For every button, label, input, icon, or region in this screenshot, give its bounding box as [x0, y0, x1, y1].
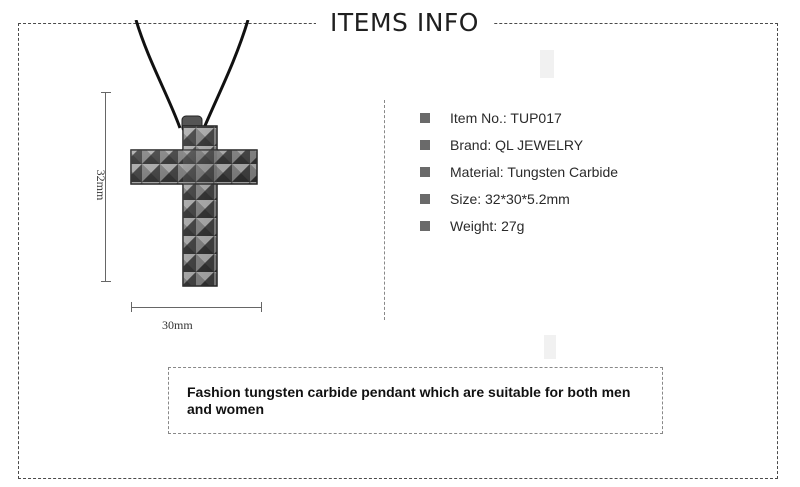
spec-text: Weight: 27g	[450, 217, 525, 234]
square-bullet-icon	[420, 166, 430, 177]
height-dimension-line	[101, 92, 111, 282]
square-bullet-icon	[420, 220, 430, 231]
spec-item: Brand: QL JEWELRY	[420, 131, 618, 158]
cord	[202, 20, 250, 129]
spec-item: Size: 32*30*5.2mm	[420, 185, 618, 212]
cord	[134, 20, 182, 129]
width-label: 30mm	[162, 318, 193, 332]
width-dimension-line	[131, 302, 262, 312]
spec-text: Brand: QL JEWELRY	[450, 136, 584, 153]
page-title: ITEMS INFO	[330, 7, 479, 37]
spec-text: Item No.: TUP017	[450, 109, 562, 126]
height-label: 32mm	[94, 169, 108, 201]
spec-item: Material: Tungsten Carbide	[420, 158, 618, 185]
spec-item: Item No.: TUP017	[420, 104, 618, 131]
pendant-image	[130, 20, 258, 287]
watermark-mark	[540, 50, 554, 78]
spec-item: Weight: 27g	[420, 212, 618, 239]
spec-text: Material: Tungsten Carbide	[450, 163, 619, 180]
watermark-mark	[544, 335, 556, 359]
header: ITEMS INFO	[316, 4, 493, 40]
description-box: Fashion tungsten carbide pendant which a…	[168, 367, 663, 434]
divider	[384, 100, 385, 320]
cross-highlight	[131, 150, 257, 184]
square-bullet-icon	[420, 193, 430, 204]
spec-text: Size: 32*30*5.2mm	[450, 190, 570, 207]
spec-list: Item No.: TUP017 Brand: QL JEWELRY Mater…	[420, 104, 618, 239]
square-bullet-icon	[420, 112, 430, 123]
description-text: Fashion tungsten carbide pendant which a…	[187, 384, 631, 417]
square-bullet-icon	[420, 139, 430, 150]
